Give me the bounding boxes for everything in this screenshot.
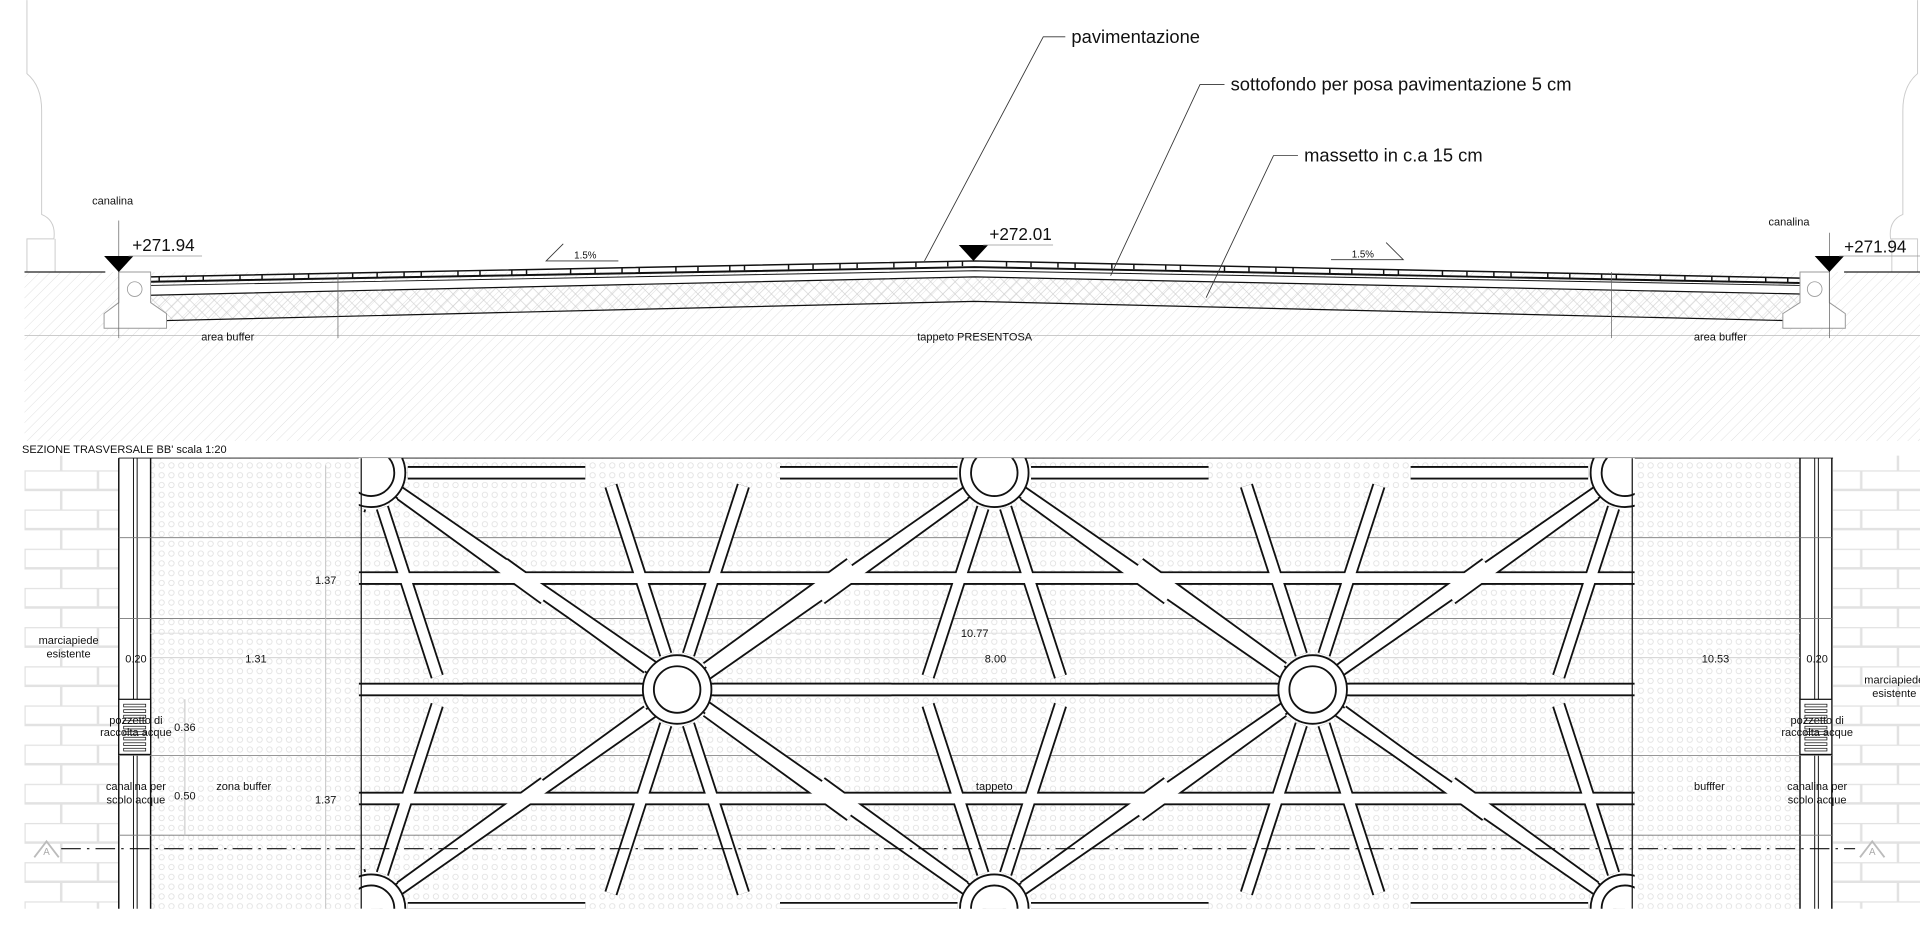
zone-ticks xyxy=(118,220,1830,339)
marciapiede-left: marciapiede xyxy=(39,635,99,647)
slope-left: 1.5% xyxy=(574,250,597,261)
section-mark-left: A xyxy=(43,847,50,858)
canalina-label-left: canalina xyxy=(92,196,134,208)
tappeto-label: tappeto xyxy=(976,781,1013,793)
massetto-bottom xyxy=(150,300,1801,322)
dim-800: 8.00 xyxy=(985,654,1006,666)
elevation-left: +271.94 xyxy=(132,235,195,255)
elevation-center: +272.01 xyxy=(989,224,1051,244)
sidewalk-right xyxy=(1833,455,1920,909)
section-mark-right-icon xyxy=(1859,839,1886,858)
canalina-pipe-right xyxy=(1806,281,1823,297)
esistente-right: esistente xyxy=(1872,688,1916,700)
massetto-layer xyxy=(150,276,1800,321)
grate-bar xyxy=(123,709,147,713)
dim-036: 0.36 xyxy=(174,722,195,734)
building-outline-right xyxy=(1889,0,1919,272)
pozzetto-right: pozzetto di xyxy=(1791,715,1844,727)
leader-massetto xyxy=(1205,155,1298,298)
star-tile-pattern xyxy=(358,458,1635,909)
slope-symbol-right-icon xyxy=(1331,242,1405,261)
grate-bar xyxy=(1804,747,1828,752)
dim-020-right: 0.20 xyxy=(1806,654,1827,666)
grate-bar xyxy=(123,731,147,735)
dim-131: 1.31 xyxy=(245,654,266,666)
elevation-marker-right-icon xyxy=(1814,256,1845,272)
building-outline-left xyxy=(26,0,56,273)
section-title: SEZIONE TRASVERSALE BB' scala 1:20 xyxy=(22,444,227,456)
tile-joints xyxy=(158,261,1789,283)
canalina-per-left: canalina per xyxy=(106,781,166,793)
elevation-right: +271.94 xyxy=(1844,236,1907,256)
dim-137-top: 1.37 xyxy=(315,575,336,587)
zona-buffer-label: zona buffer xyxy=(216,781,271,793)
elevation-marker-left-icon xyxy=(104,256,134,272)
scolo-acque-left: scolo acque xyxy=(107,794,166,806)
raccolta-left: raccolta acque xyxy=(100,727,172,739)
pavement-top xyxy=(150,260,1801,279)
grate-bar xyxy=(123,703,147,708)
scolo-acque-right: scolo acque xyxy=(1788,794,1847,806)
zone-label-left: area buffer xyxy=(201,332,254,344)
pozzetto-left: pozzetto di xyxy=(109,715,162,727)
grate-bar xyxy=(1804,709,1828,713)
sottofondo-line xyxy=(150,270,1801,286)
grate-bar xyxy=(1804,731,1828,735)
channel-left xyxy=(118,458,152,909)
grate-bar xyxy=(1804,725,1828,730)
grate-bar xyxy=(1804,703,1828,708)
dim-1053: 10.53 xyxy=(1702,654,1730,666)
callout-pavimentazione: pavimentazione xyxy=(1071,26,1200,47)
section-mark-left-icon xyxy=(33,839,60,858)
grate-bar xyxy=(123,714,147,719)
canalina-label-right: canalina xyxy=(1768,216,1810,228)
callout-sottofondo: sottofondo per posa pavimentazione 5 cm xyxy=(1231,74,1572,95)
raccolta-right: raccolta acque xyxy=(1781,727,1853,739)
dim-020-left: 0.20 xyxy=(125,654,146,666)
grate-bar xyxy=(123,720,147,724)
callout-massetto: massetto in c.a 15 cm xyxy=(1304,145,1483,166)
canalina-per-right: canalina per xyxy=(1787,781,1847,793)
dim-050: 0.50 xyxy=(174,791,195,803)
buffer-right-label: bufffer xyxy=(1694,781,1725,793)
grate-bar xyxy=(123,747,147,752)
sottofondo-layer xyxy=(150,270,1800,296)
zone-label-center: tappeto PRESENTOSA xyxy=(917,332,1033,344)
grate-bar xyxy=(1804,736,1828,741)
grate-bar xyxy=(1804,742,1828,746)
marciapiede-right: marciapiede xyxy=(1864,674,1920,686)
grate-bar xyxy=(123,736,147,741)
channel-right xyxy=(1799,458,1833,909)
grate-bar xyxy=(123,742,147,746)
massetto-top xyxy=(150,276,1801,296)
grate-bar xyxy=(123,725,147,730)
dim-137-bottom: 1.37 xyxy=(315,794,336,806)
plan-labels: marciapiede esistente marciapiede esiste… xyxy=(39,635,1920,806)
section-mark-right: A xyxy=(1869,847,1876,858)
esistente-left: esistente xyxy=(47,649,91,661)
plan-view: A A 1.37 1.31 0.20 0.36 0.50 1.37 10.77 … xyxy=(24,455,1920,909)
plan-dimensions: 1.37 1.31 0.20 0.36 0.50 1.37 10.77 8.00… xyxy=(125,575,1828,806)
tile-bottom xyxy=(150,266,1801,284)
grate-bars xyxy=(123,703,1828,752)
leader-sottofondo xyxy=(1110,84,1225,276)
leader-pavimentazione xyxy=(924,36,1066,262)
canalina-pipe-left xyxy=(126,281,143,297)
grate-bar xyxy=(1804,714,1828,719)
dim-1077: 10.77 xyxy=(961,628,989,640)
sidewalk-left xyxy=(24,455,119,909)
slope-right: 1.5% xyxy=(1352,249,1375,260)
cross-section: area buffer tappeto PRESENTOSA area buff… xyxy=(24,0,1920,441)
canalina-left xyxy=(103,271,168,329)
grate-bar xyxy=(1804,720,1828,724)
zone-label-right: area buffer xyxy=(1694,332,1747,344)
elevation-marker-center-icon xyxy=(958,245,989,261)
slope-symbol-left-icon xyxy=(545,243,619,262)
